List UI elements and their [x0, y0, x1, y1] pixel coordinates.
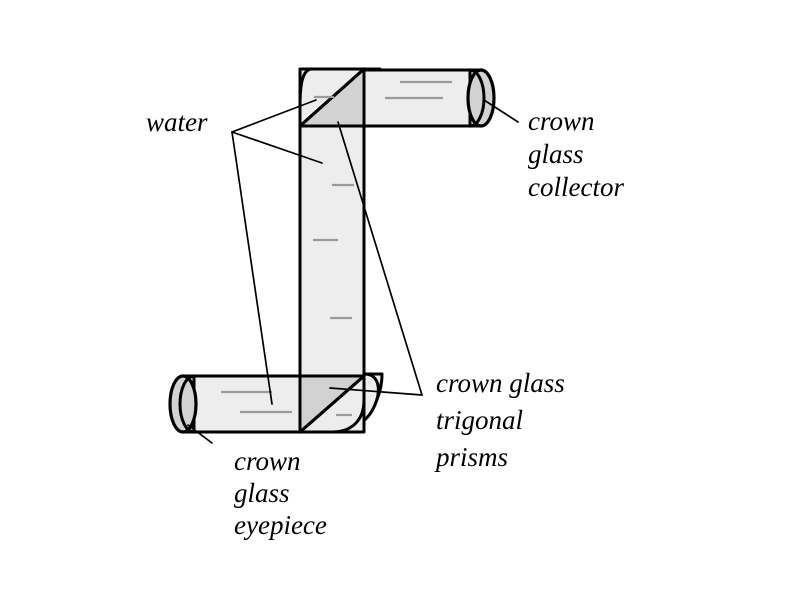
highlight-marks: [221, 80, 452, 417]
collector-lens-ellipse: [466, 68, 496, 128]
leader-prisms-to-lower-prism: [329, 387, 423, 396]
collector-cap-seam: [468, 68, 486, 128]
label-prisms-line2: trigonal: [436, 405, 523, 435]
leader-prisms-to-upper-prism: [337, 121, 423, 396]
eyepiece-cap-seam: [178, 374, 196, 434]
column-walls: [298, 124, 366, 380]
leader-eyepiece: [187, 424, 213, 444]
lower-elbow-group: [298, 374, 366, 434]
leader-water-to-upper-elbow: [231, 99, 317, 133]
eyepiece-barrel: [192, 374, 302, 434]
leader-lines: [187, 99, 519, 444]
label-prisms-line3: prisms: [434, 442, 508, 472]
label-water: water: [146, 107, 208, 137]
lower-elbow-curve: [298, 374, 366, 434]
label-collector-line3: collector: [528, 172, 624, 202]
lower-prism-diagonal: [298, 374, 366, 434]
label-prisms-line1: crown glass: [436, 368, 565, 398]
leader-collector: [483, 99, 519, 123]
label-eyepiece-line3: eyepiece: [234, 510, 327, 540]
eyepiece-tube-group: [168, 374, 302, 434]
diagram-labels: water crown glass collector crown glass …: [146, 106, 624, 540]
eyepiece-lens-ellipse: [168, 374, 198, 434]
label-collector-line2: glass: [528, 139, 584, 169]
leader-water-to-column: [231, 131, 323, 164]
label-eyepiece-line2: glass: [234, 478, 290, 508]
leader-water-to-eyepiece: [231, 131, 273, 405]
label-eyepiece-line1: crown: [234, 446, 301, 476]
label-collector-line1: crown: [528, 106, 595, 136]
